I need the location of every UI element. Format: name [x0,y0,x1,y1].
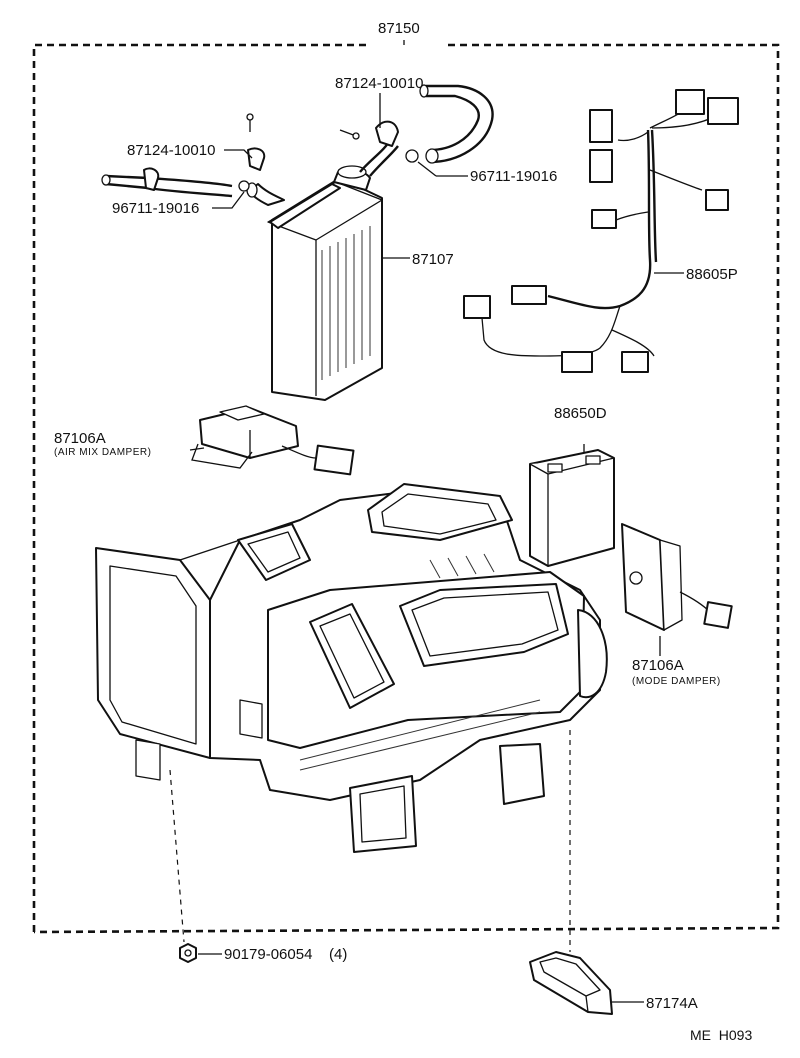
leader-clip-left [212,191,245,209]
connector-g [511,285,547,305]
connector-h [463,295,491,319]
label-heater-core: 87107 [412,251,454,268]
label-wire-harness: 88605P [686,266,738,283]
diagram-code: ME H093 [690,1027,752,1043]
hidden-line-nut [169,769,185,943]
label-amplifier: 88650D [554,405,607,422]
servo-connector-mode [703,601,733,629]
assembly-part-number: 87150 [378,20,420,37]
label-hose-clamp-left: 87124-10010 [127,142,215,159]
label-air-mix-servo-note: (AIR MIX DAMPER) [54,447,151,458]
connector-f [591,209,617,229]
connector-d [707,97,739,125]
mode-damper-servo[interactable] [621,523,733,631]
leader-clip-right [417,161,437,177]
connector-j [621,351,649,373]
wire-harness[interactable] [463,89,739,373]
servo-connector-air-mix [313,444,355,476]
leader-hose-clamp-left [224,149,253,159]
label-clip-left: 96711-19016 [112,200,199,217]
screw-upper [339,129,360,140]
screw-left [246,113,254,132]
assembly-boundary [32,40,780,934]
heater-unit-case[interactable] [95,483,608,853]
left-hose[interactable] [101,147,266,198]
label-clip-right: 96711-19016 [470,168,557,185]
nut[interactable] [179,943,197,963]
connector-b [589,149,613,183]
leader-air-mix-servo [189,447,205,451]
label-duct: 87174A [646,995,698,1012]
connector-a [589,109,613,143]
label-mode-servo-note: (MODE DAMPER) [632,676,721,687]
label-hose-clamp-upper: 87124-10010 [335,75,423,92]
label-mode-servo: 87106A [632,657,684,674]
connector-i [561,351,593,373]
connector-e [705,189,729,211]
label-nut-qty: (4) [329,946,347,963]
amplifier[interactable] [529,449,615,567]
connector-c [675,89,705,115]
air-mix-damper-servo[interactable] [191,405,355,476]
label-nut: 90179-06054 [224,946,312,963]
duct[interactable] [529,951,613,1015]
label-air-mix-servo: 87106A [54,430,106,447]
heater-core[interactable] [246,165,383,401]
